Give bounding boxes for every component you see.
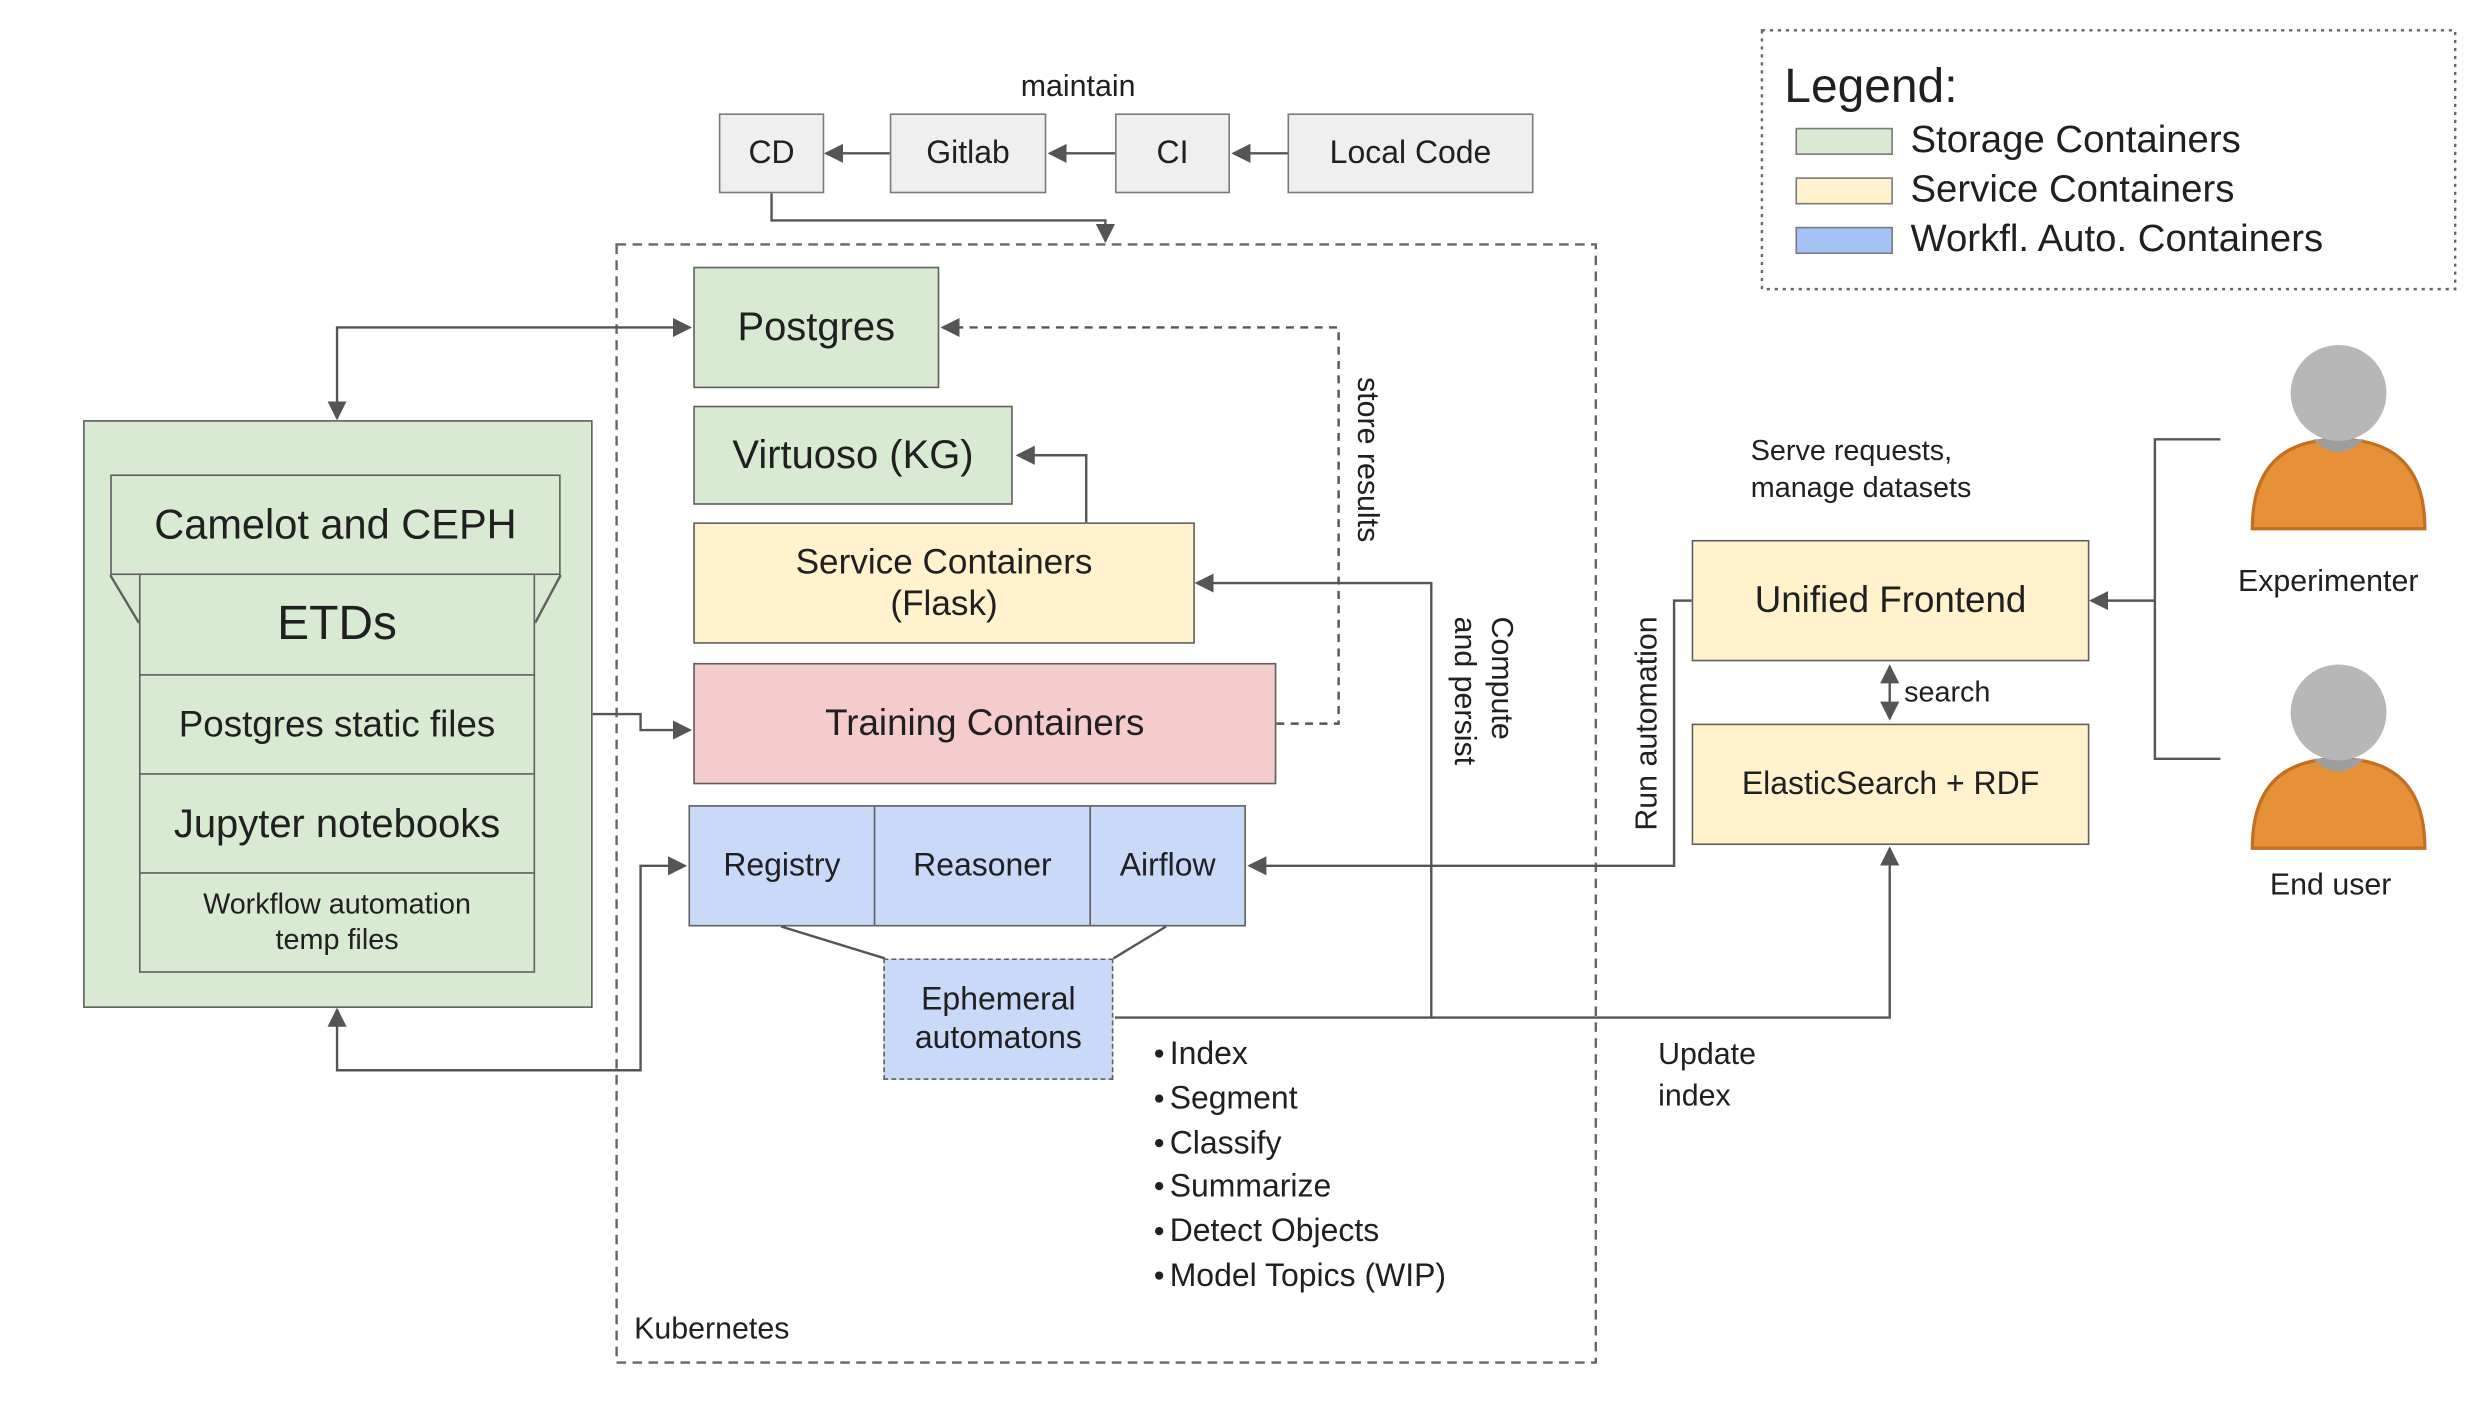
service-line1: Service Containers	[795, 540, 1093, 581]
workflow-temp-files-box: Workflow automation temp files	[138, 872, 536, 973]
unified-frontend-box: Unified Frontend	[1691, 539, 2090, 662]
kubernetes-boundary	[615, 243, 1598, 1364]
arrow-storage-postgres	[327, 317, 692, 421]
legend-item-storage: Storage Containers	[1910, 118, 2241, 162]
gitlab-box: Gitlab	[889, 113, 1047, 194]
airflow-box: Airflow	[1089, 805, 1246, 927]
serve-requests-line1: Serve requests,	[1750, 434, 1953, 467]
registry-box: Registry	[688, 805, 876, 927]
arrow-storage-training	[592, 712, 692, 740]
experimenter-icon	[2250, 345, 2427, 531]
maintain-label: maintain	[1020, 70, 1136, 104]
legend-swatch-storage	[1795, 127, 1893, 155]
end-user-icon	[2250, 664, 2427, 850]
training-containers-box: Training Containers	[693, 662, 1277, 785]
postgres-static-files-box: Postgres static files	[138, 674, 536, 775]
store-results-label: store results	[1349, 376, 1384, 543]
task-item: Detect Objects	[1153, 1213, 1446, 1257]
arrow-run-automation	[1247, 599, 1692, 876]
service-line2: (Flask)	[890, 583, 998, 623]
task-item: Segment	[1153, 1080, 1446, 1124]
ci-box: CI	[1114, 113, 1230, 194]
search-label: search	[1904, 675, 1991, 708]
arrow-update-index	[1431, 846, 1900, 1019]
legend-swatch-service	[1795, 177, 1893, 205]
task-item: Summarize	[1153, 1168, 1446, 1212]
camelot-ceph-box: Camelot and CEPH	[110, 474, 561, 576]
arrow-compute-persist	[1114, 573, 1433, 1019]
reasoner-box: Reasoner	[873, 805, 1092, 927]
elasticsearch-rdf-box: ElasticSearch + RDF	[1691, 723, 2090, 846]
compute-label-line2: and persist	[1447, 616, 1481, 766]
end-user-label: End user	[2269, 868, 2392, 903]
automaton-task-list: Index Segment Classify Summarize Detect …	[1153, 1035, 1446, 1301]
jupyter-notebooks-box: Jupyter notebooks	[138, 773, 536, 874]
cd-box: CD	[718, 113, 825, 194]
task-item: Model Topics (WIP)	[1153, 1257, 1446, 1301]
link-ephemeral-airflow	[1112, 925, 1167, 960]
arrow-store-results	[940, 317, 1340, 725]
virtuoso-box: Virtuoso (KG)	[693, 405, 1013, 505]
workflow-temp-line2: temp files	[275, 922, 399, 955]
link-ephemeral-registry	[780, 925, 886, 960]
compute-label-line1: Compute	[1483, 616, 1518, 740]
connector-experimenter	[2153, 438, 2221, 760]
update-index-line1: Update	[1658, 1038, 1756, 1072]
ephemeral-line2: automatons	[914, 1020, 1082, 1056]
workflow-temp-line1: Workflow automation	[203, 888, 472, 920]
etds-box: ETDs	[138, 573, 536, 676]
task-item: Index	[1153, 1035, 1446, 1079]
legend-item-service: Service Containers	[1910, 167, 2235, 211]
service-containers-box: Service Containers (Flask)	[693, 522, 1195, 644]
arrow-service-virtuoso	[1015, 445, 1088, 523]
experimenter-label: Experimenter	[2237, 565, 2419, 600]
legend-swatch-workflow	[1795, 226, 1893, 254]
legend-item-workflow: Workfl. Auto. Containers	[1910, 217, 2324, 261]
ephemeral-automatons-box: Ephemeral automatons	[883, 958, 1114, 1080]
postgres-box: Postgres	[693, 266, 940, 389]
update-index-line2: index	[1658, 1079, 1731, 1114]
legend-title: Legend:	[1784, 60, 1958, 114]
kubernetes-label: Kubernetes	[634, 1313, 790, 1347]
run-automation-label: Run automation	[1630, 616, 1665, 831]
arrow-registry-storage	[327, 856, 688, 1072]
arrow-cd-kubernetes	[770, 193, 1115, 244]
task-item: Classify	[1153, 1124, 1446, 1168]
serve-requests-line2: manage datasets	[1750, 471, 1972, 504]
ephemeral-line1: Ephemeral	[921, 982, 1076, 1018]
local-code-box: Local Code	[1287, 113, 1534, 194]
